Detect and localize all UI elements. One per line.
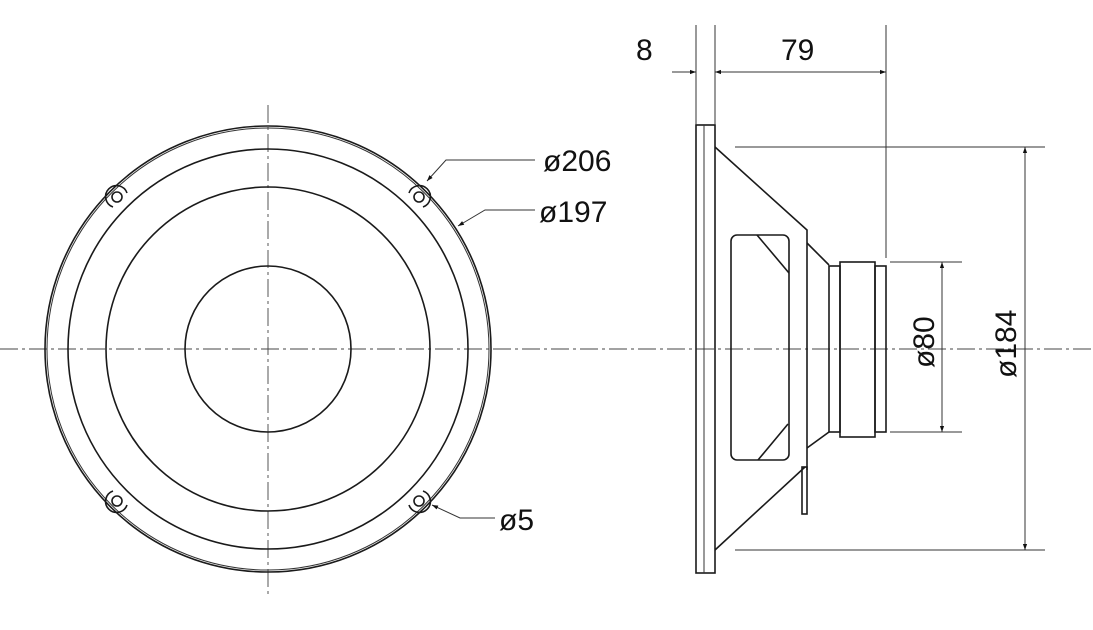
surround-outer <box>67 148 469 550</box>
label-o206: ø206 <box>543 145 611 178</box>
window-strut <box>757 423 789 461</box>
basket-upper <box>714 146 808 470</box>
dust-cap <box>184 265 352 433</box>
terminal-tab <box>801 466 808 515</box>
label-o80: ø80 <box>908 316 941 368</box>
outer-rim-inner <box>46 127 490 571</box>
basket-window <box>730 234 790 461</box>
label-79: 79 <box>781 34 814 67</box>
front-view: ø206 ø197 ø5 <box>44 125 611 573</box>
mounting-hole <box>408 184 432 208</box>
mounting-hole <box>104 490 128 514</box>
mounting-hole <box>104 184 128 208</box>
label-8: 8 <box>636 34 653 67</box>
leader-o206 <box>426 159 535 182</box>
basket-lower <box>714 466 806 551</box>
side-view: 8 79 ø80 ø184 <box>636 25 1045 574</box>
outer-rim <box>44 125 492 573</box>
mounting-holes <box>104 184 432 514</box>
cone-edge <box>105 186 431 512</box>
leader-o197 <box>457 209 535 227</box>
flange <box>695 124 716 574</box>
magnet <box>839 261 876 438</box>
basket-neck-upper <box>806 242 830 266</box>
back-plate <box>874 265 887 433</box>
label-o5: ø5 <box>499 504 534 537</box>
basket-neck-lower <box>806 431 830 449</box>
label-o197: ø197 <box>539 196 607 229</box>
mounting-hole <box>408 490 432 514</box>
leader-o5 <box>431 504 495 519</box>
label-o184: ø184 <box>990 310 1023 378</box>
window-strut <box>756 234 790 274</box>
